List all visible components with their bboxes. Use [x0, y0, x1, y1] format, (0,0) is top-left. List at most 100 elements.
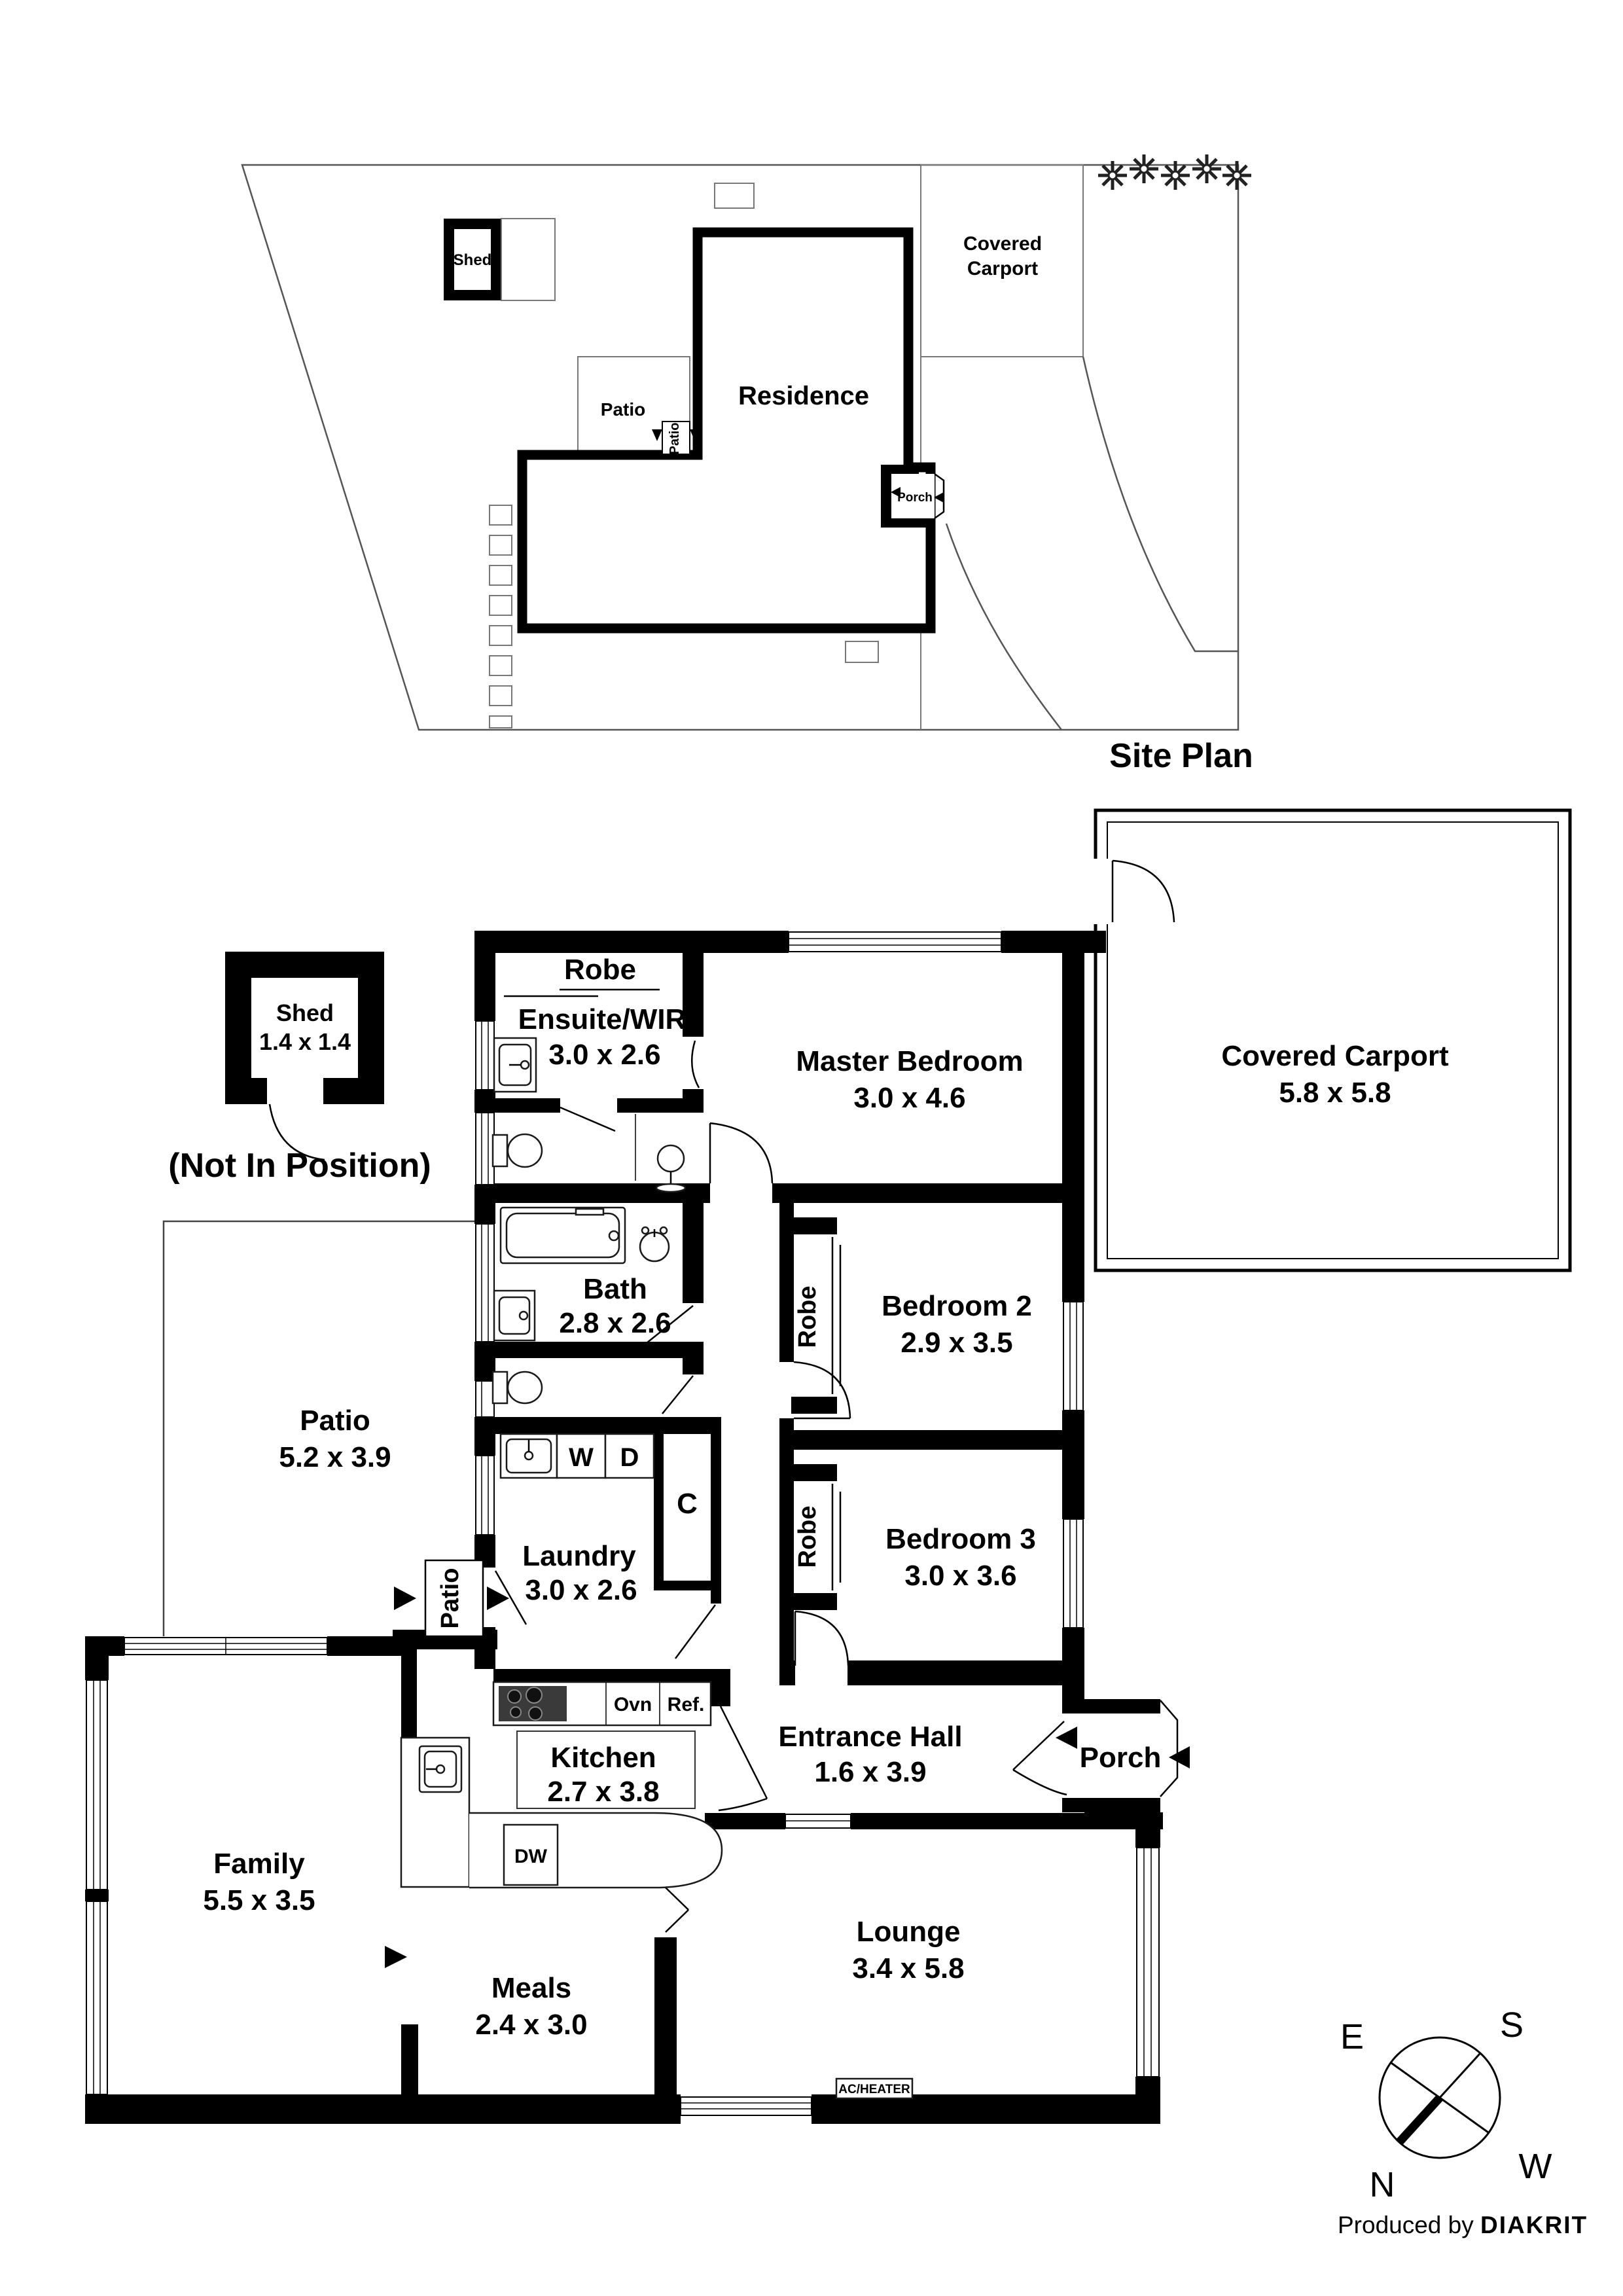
windows [86, 931, 1160, 2116]
bath-basin-icon [639, 1226, 670, 1263]
patio-door-arrow-right [487, 1587, 509, 1610]
bed3-label: Bedroom 3 [885, 1523, 1036, 1555]
window-ensuite [475, 1020, 495, 1090]
site-small-structure [845, 641, 879, 663]
bedroom3-door [794, 1610, 849, 1666]
walls [85, 931, 1163, 2124]
meals-lounge-doors [665, 1887, 689, 1933]
site-shed: Shed [444, 218, 556, 301]
window-bedroom3 [1063, 1518, 1084, 1628]
shed-dims: 1.4 x 1.4 [259, 1028, 351, 1055]
compass-south: S [1500, 2005, 1524, 2045]
credit-prefix: Produced by [1338, 2212, 1480, 2238]
ac-heater-label: AC/HEATER [838, 2083, 910, 2096]
front-door [1012, 1721, 1067, 1796]
dryer-label: D [620, 1443, 639, 1472]
bed2-label: Bedroom 2 [882, 1290, 1032, 1322]
site-shed-label: Shed [454, 251, 492, 269]
ac-heater-box [835, 2077, 914, 2100]
site-plan: Covered Carport Shed Patio Residence Pat… [241, 154, 1253, 775]
carport-door-arc [1112, 859, 1175, 923]
patio-label: Patio [300, 1405, 370, 1437]
hall-label: Entrance Hall [778, 1721, 962, 1753]
driveway-inner-kerb [945, 523, 1062, 730]
bedroom2-door [793, 1361, 851, 1420]
compass-west: W [1519, 2147, 1552, 2186]
patio-back-door [494, 1570, 527, 1625]
ensuite-door [691, 1040, 700, 1088]
shed-label: Shed [276, 999, 334, 1026]
site-roof-vent [714, 183, 755, 209]
shower-icon [655, 1144, 687, 1193]
window-lounge-bottom [680, 2096, 812, 2116]
site-garden-squares [489, 505, 512, 728]
porch-label: Porch [1080, 1742, 1162, 1774]
site-carport-outline [920, 164, 1084, 357]
oven-label: Ovn [614, 1694, 652, 1715]
kitchen-counter [492, 1681, 712, 1727]
floorplan-shed: Shed 1.4 x 1.4 [225, 952, 384, 1161]
window-lounge-right [1136, 1847, 1160, 2077]
not-in-position-label: (Not In Position) [168, 1147, 431, 1185]
site-patio-door-arrow-left [652, 429, 662, 441]
meals-dims: 2.4 x 3.0 [475, 2009, 587, 2041]
ensuite-label: Ensuite/WIR [518, 1003, 687, 1035]
driveway-outer-kerb [1082, 356, 1238, 653]
window-master-top [788, 931, 1002, 952]
bed2-robe-label: Robe [794, 1286, 821, 1348]
fixtures [400, 1037, 914, 2100]
fridge-label: Ref. [668, 1694, 705, 1715]
master-dims: 3.0 x 4.6 [853, 1082, 965, 1114]
doors [494, 1040, 1067, 1933]
window-wc2 [475, 1380, 495, 1418]
bed2-dims: 2.9 x 3.5 [901, 1327, 1012, 1359]
patio-dims: 5.2 x 3.9 [279, 1441, 391, 1473]
meals-arrow [385, 1946, 407, 1968]
compass-north: N [1370, 2165, 1395, 2204]
toilet-icon [491, 1133, 543, 1168]
bed3-dims: 3.0 x 3.6 [904, 1560, 1016, 1592]
patio-outline: Patio 5.2 x 3.9 [162, 1220, 495, 1636]
patio-door-label: Patio [437, 1568, 464, 1629]
ensuite-vanity-icon [493, 1037, 537, 1093]
bath-dims: 2.8 x 2.6 [559, 1307, 671, 1339]
porch-bay [1160, 1700, 1179, 1797]
wc2-door [662, 1375, 694, 1414]
carport-dims: 5.8 x 5.8 [1279, 1077, 1391, 1109]
dishwasher-label: DW [514, 1846, 548, 1867]
dishwasher-box [503, 1823, 559, 1886]
wc-door [560, 1106, 616, 1132]
robe-top-label: Robe [564, 954, 636, 986]
patio-door-arrow-left [394, 1587, 416, 1610]
bath-label: Bath [583, 1273, 647, 1305]
window-laundry [475, 1455, 495, 1535]
window-family-left-2 [86, 1901, 108, 2095]
hall-dims: 1.6 x 3.9 [814, 1756, 926, 1788]
site-patio-door-arrow-right [690, 429, 700, 441]
master-label: Master Bedroom [796, 1045, 1023, 1077]
site-patio-door-label: Patio [668, 423, 682, 455]
dryer-box [604, 1433, 655, 1479]
floor-plan: Shed 1.4 x 1.4 (Not In Position) Covered… [85, 808, 1572, 2124]
site-carport-label-1: Covered [963, 233, 1042, 255]
garden-flower-icons [1098, 154, 1251, 190]
laundry-door [674, 1604, 717, 1659]
site-porch-label: Porch [897, 491, 933, 505]
bed3-robe-label: Robe [794, 1506, 821, 1568]
compass-east: E [1340, 2017, 1364, 2056]
washer-box [556, 1433, 607, 1479]
site-porch-arrow-left [891, 487, 901, 497]
compass-icon: E S N W [1340, 2005, 1552, 2204]
bathtub-icon [499, 1206, 626, 1265]
producer-credit: Produced by DIAKRIT [1338, 2212, 1588, 2238]
toilet2-icon [491, 1371, 543, 1405]
site-porch-arrow-right [934, 492, 944, 503]
washer-label: W [569, 1443, 594, 1472]
robe-shelves [504, 988, 842, 1590]
kitchen-label: Kitchen [550, 1742, 656, 1774]
direction-arrows [385, 1587, 1190, 1968]
opening-hall-lounge [785, 1814, 851, 1829]
lounge-label: Lounge [857, 1916, 961, 1948]
family-dims: 5.5 x 3.5 [203, 1884, 315, 1916]
site-boundary [241, 164, 1240, 731]
